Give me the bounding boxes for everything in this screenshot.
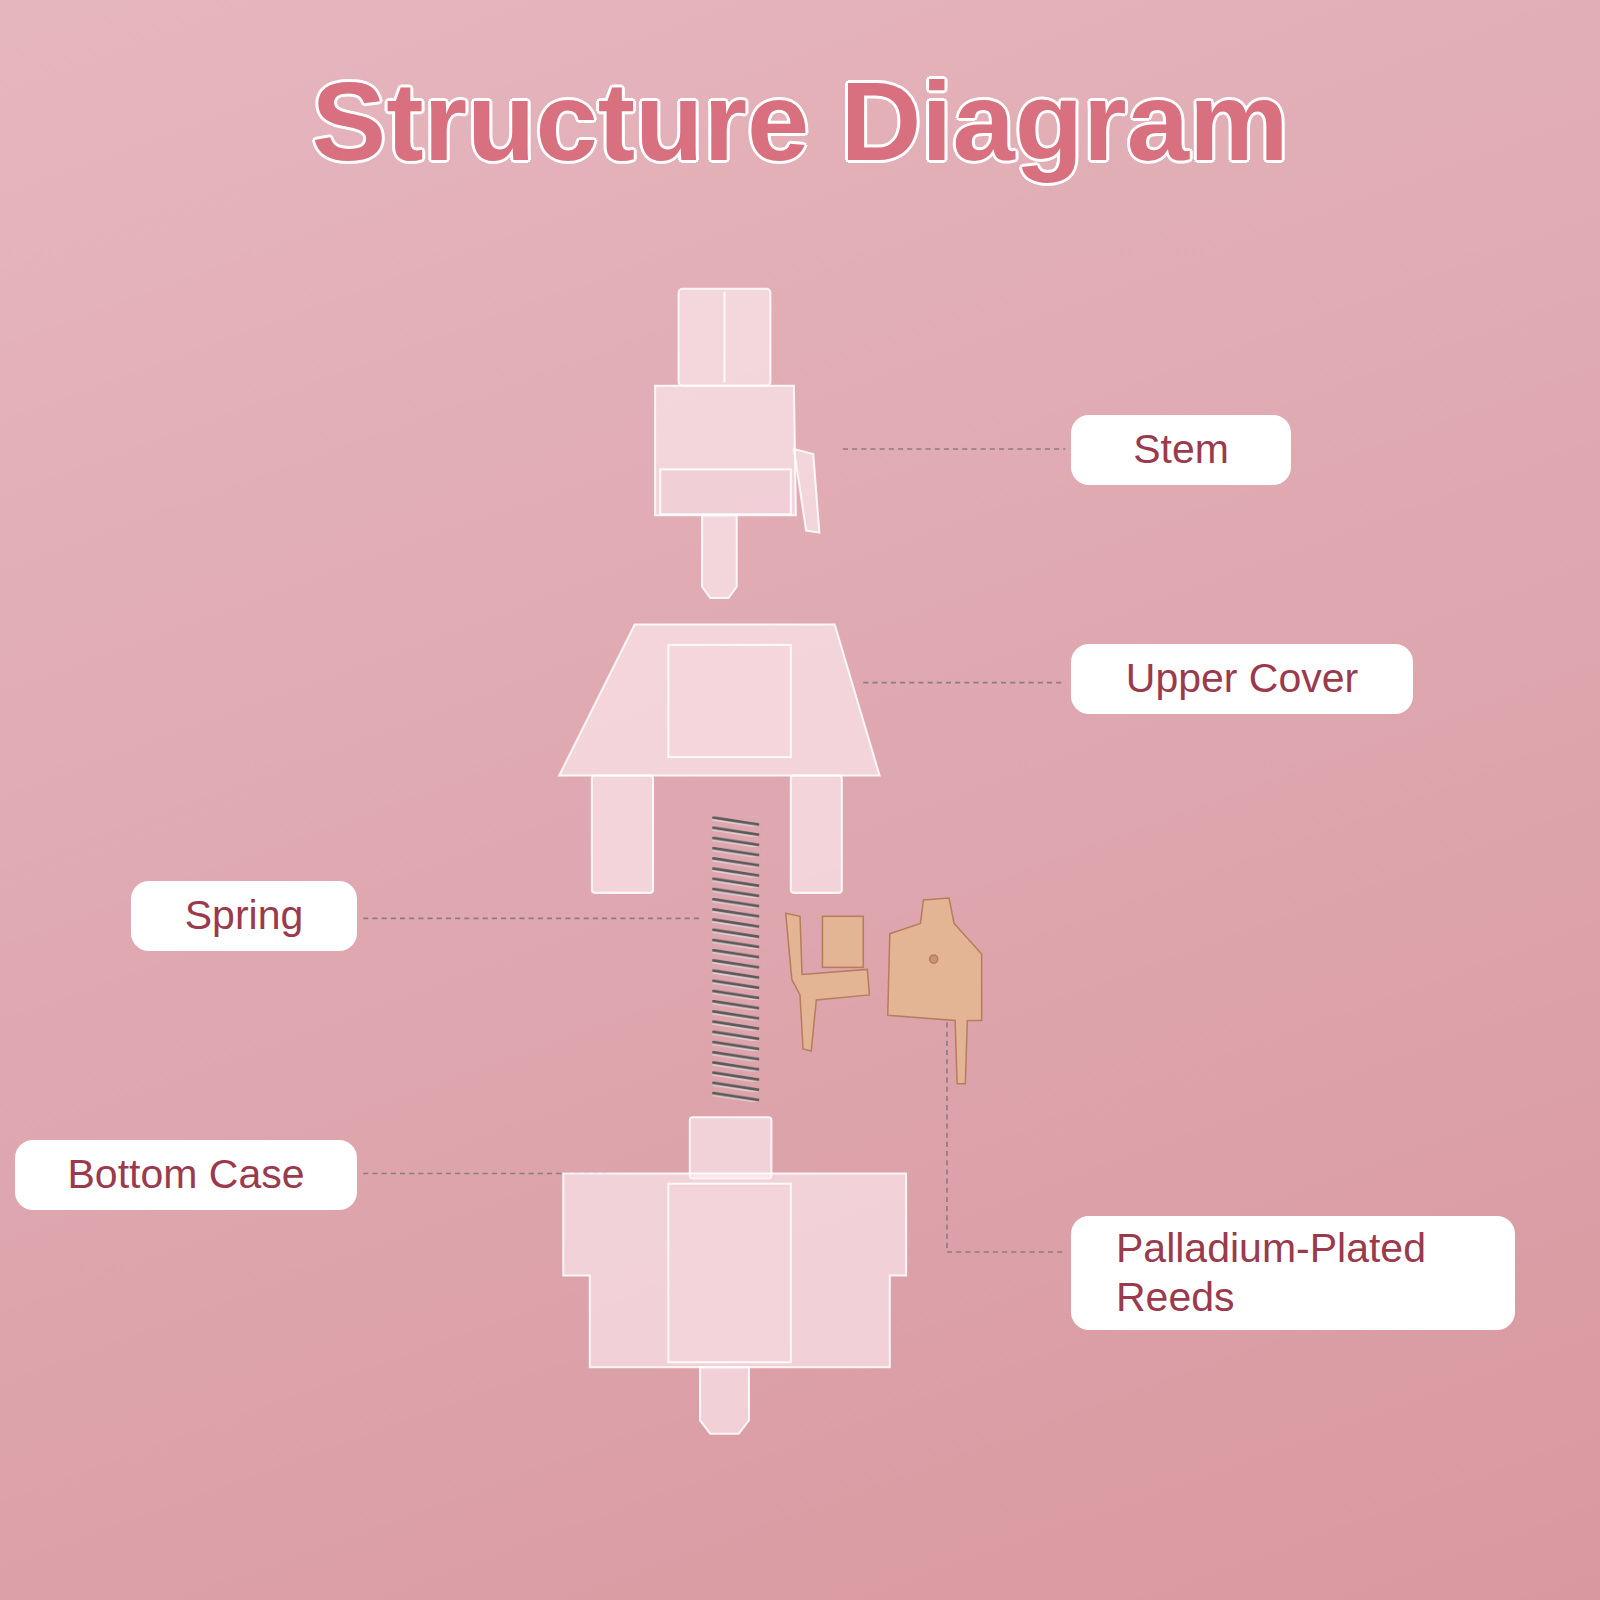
part-name: Palladium-Plated Reeds [1116,1224,1470,1322]
label-box: Upper Cover [1071,644,1413,714]
part-name: Stem [1133,425,1229,474]
part-name: Spring [185,891,304,940]
spring-part [711,816,760,1102]
reeds-part [786,898,982,1084]
diagram-title: Structure Diagram [0,55,1600,189]
part-name: Bottom Case [68,1150,305,1199]
bottom-case-part [563,1117,906,1433]
leader-lines [363,449,1065,1252]
label-box: Palladium-Plated Reeds [1071,1216,1515,1330]
stem-part [655,289,819,598]
label-box: Stem [1071,415,1291,485]
part-name: Upper Cover [1126,654,1358,703]
label-box: Bottom Case [15,1140,357,1210]
label-box: Spring [131,881,357,951]
